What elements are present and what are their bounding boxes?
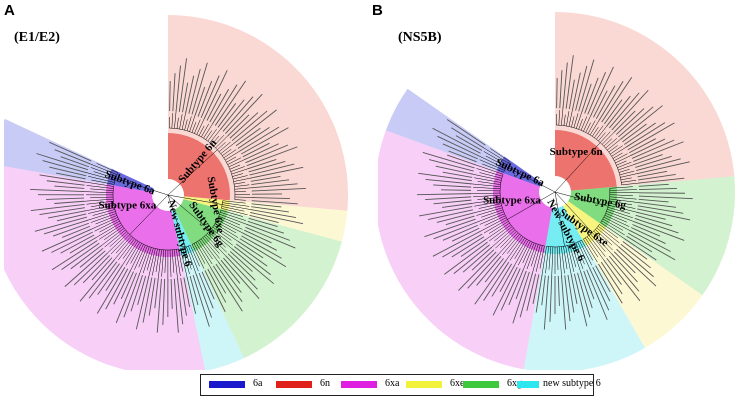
tree-branches xyxy=(417,55,693,330)
clade-core-6xe xyxy=(555,192,606,246)
legend-swatch-6xg xyxy=(463,381,499,388)
legend-swatch-6xe xyxy=(406,381,442,388)
clade-core-6xg xyxy=(168,195,228,252)
clade-core-6a xyxy=(496,156,555,192)
legend-label-6xg: 6xg xyxy=(507,378,522,389)
panel-a-subtitle: (E1/E2) xyxy=(14,30,60,45)
panel-a-letter: A xyxy=(4,2,15,19)
legend-swatch-6xa xyxy=(341,381,377,388)
tree-branches xyxy=(30,58,306,333)
panel-b-subtitle: (NS5B) xyxy=(398,30,442,45)
clade-core-new xyxy=(168,195,195,256)
legend-swatch-new-subtype-6 xyxy=(517,381,539,388)
legend-label-6xa: 6xa xyxy=(385,378,400,389)
legend-swatch-6n xyxy=(276,381,312,388)
clade-core-6n xyxy=(555,130,617,192)
legend-swatch-6a xyxy=(209,381,245,388)
clade-core-6a xyxy=(106,168,168,195)
legend-label-6n: 6n xyxy=(320,378,330,389)
clade-core-6xg xyxy=(555,186,617,228)
legend-label-new-subtype-6: new subtype 6 xyxy=(543,378,601,389)
legend-label-6a: 6a xyxy=(253,378,263,389)
legend-label-6xe: 6xe xyxy=(450,378,465,389)
clade-label-6xa: Subtype 6xa xyxy=(99,199,157,211)
clade-label-6xa: Subtype 6xa xyxy=(483,195,541,207)
clade-sector-6n xyxy=(555,12,735,192)
clade-label-6n: Subtype 6n xyxy=(550,146,603,158)
legend: 6a 6n 6xa 6xe 6xg new subtype 6 xyxy=(200,374,601,396)
panel-b-letter: B xyxy=(372,2,383,19)
clade-sector-6xa xyxy=(378,130,555,370)
